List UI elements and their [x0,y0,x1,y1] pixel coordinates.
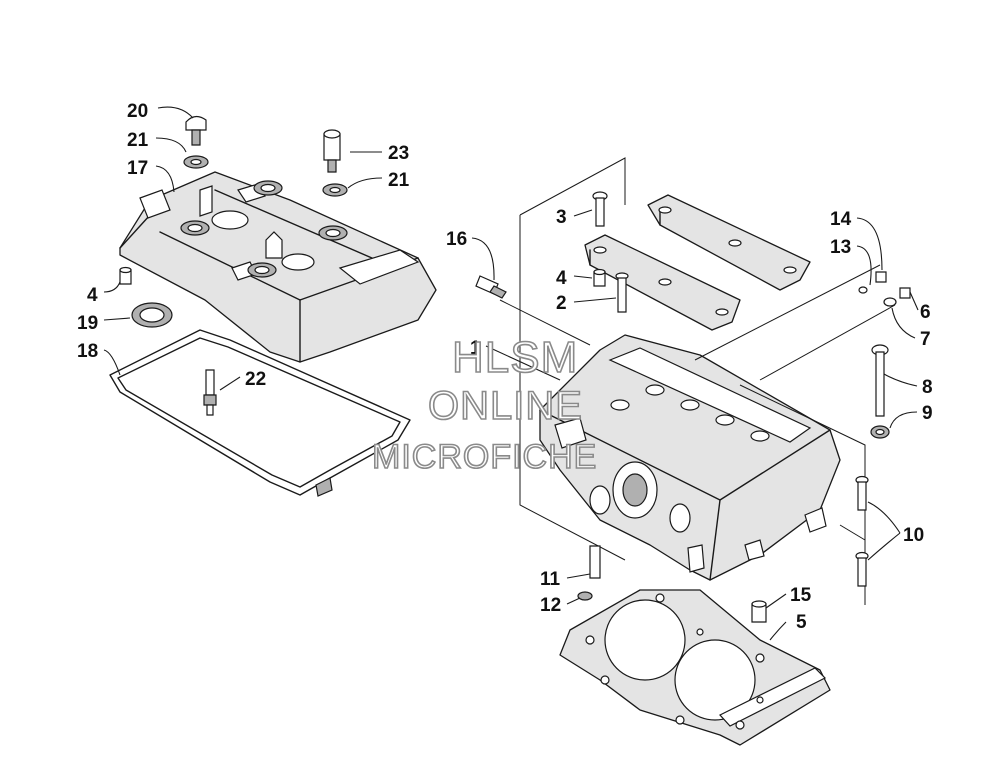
callout-23: 23 [388,143,409,164]
washer-21-right [322,183,348,197]
camshaft-cap-front [584,234,741,331]
callout-14: 14 [830,209,852,230]
callout-6: 6 [920,302,931,323]
bolt-3 [592,191,608,227]
explode-frame-lines [499,157,896,605]
callout-5: 5 [796,612,807,633]
callout-18: 18 [77,341,98,362]
bolt-2 [615,272,629,313]
callout-2: 2 [556,293,567,314]
callout-22: 22 [245,369,266,390]
watermark-line-3: MICROFICHE [371,438,598,476]
stud-11 [589,545,601,579]
bolt-8 [871,344,889,417]
callout-3: 3 [556,207,567,228]
plug-6 [899,287,911,299]
washer-7 [883,297,897,307]
callout-7: 7 [920,329,931,350]
callout-12: 12 [540,595,561,616]
watermark-line-1: HLSM [451,333,579,382]
bolt-10-lower [855,551,869,587]
callout-17: 17 [127,158,148,179]
bolt-13 [875,271,887,283]
cylinder-head [539,334,841,581]
callout-labels: 20 21 17 23 21 4 19 18 22 16 3 4 2 1 14 … [77,101,933,633]
callout-9: 9 [922,403,933,424]
callout-21-right: 21 [388,170,410,191]
callout-4-left: 4 [87,285,98,306]
washer-14 [858,286,868,294]
dowel-12 [577,591,593,601]
camshaft-cap-rear [647,194,811,291]
callout-1: 1 [470,338,481,359]
dowel-15 [751,600,767,623]
callout-11: 11 [540,569,561,590]
bolt-20 [185,115,207,146]
head-gasket [559,589,831,746]
callout-13: 13 [830,237,851,258]
bolt-10-upper [855,475,869,511]
dowel-4-right [593,268,606,287]
spark-plug-22 [203,369,217,416]
seal-19 [131,302,173,328]
callout-4-right: 4 [556,268,567,289]
dowel-4-left [119,266,132,285]
callout-15: 15 [790,585,812,606]
callout-20: 20 [127,101,148,122]
callout-10: 10 [903,525,924,546]
valve-cover-gasket [109,329,411,497]
callout-19: 19 [77,313,98,334]
callout-16: 16 [446,229,467,250]
valve-cover [119,171,437,363]
washer-21-left [183,155,209,169]
callout-21-left: 21 [127,130,149,151]
leader-lines [103,106,919,641]
callout-8: 8 [922,377,933,398]
fitting-16 [475,275,507,299]
washer-9 [870,425,890,439]
watermark-line-2: ONLINE [427,384,583,428]
sleeve-23 [323,129,341,173]
